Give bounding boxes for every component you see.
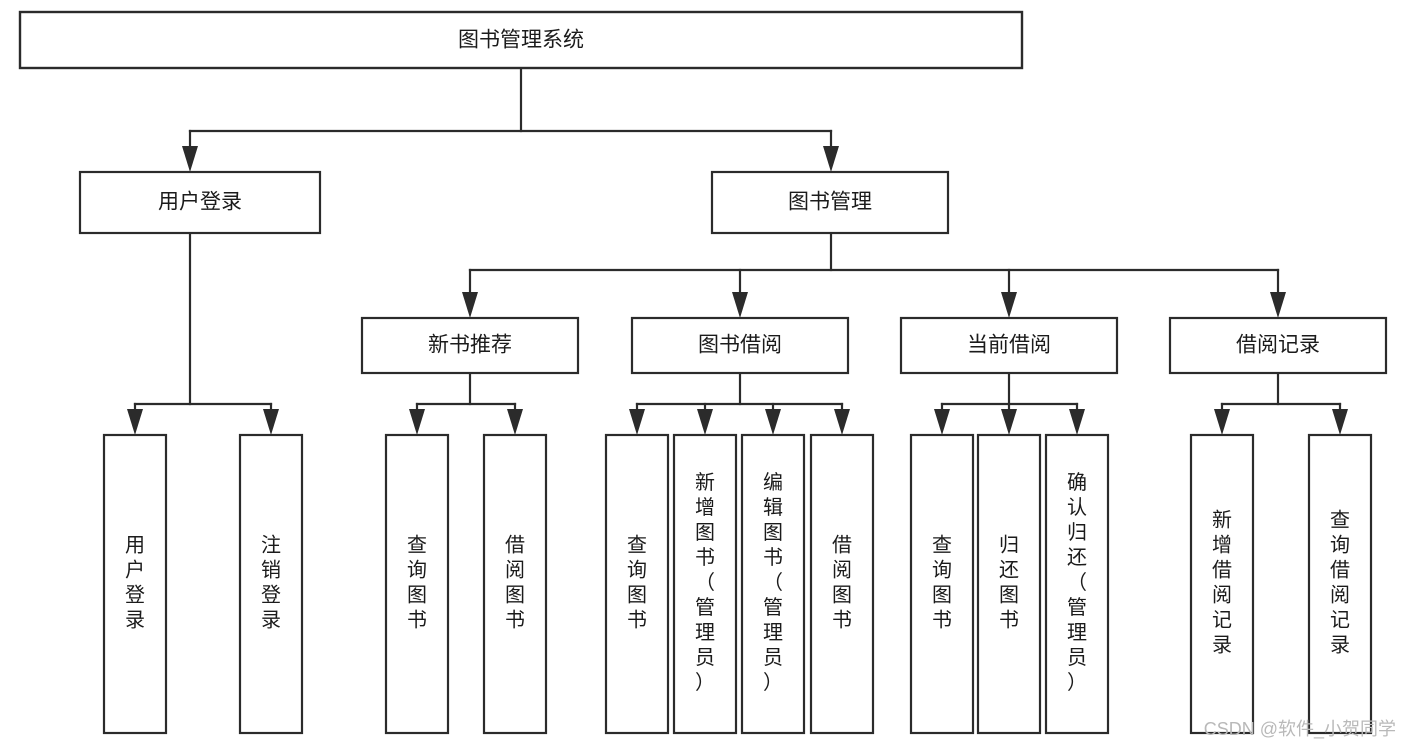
leaf-box-logout[interactable] <box>238 433 304 735</box>
leaf-label-cb-return-book: 归还图书 <box>999 534 1019 632</box>
leaf-label-bb-add-book: 新增图书（管理员） <box>695 471 715 694</box>
node-box-root[interactable] <box>18 10 1024 70</box>
edge-group-user-login-to-leaves <box>127 231 279 435</box>
leaf-box-nb-query-book[interactable] <box>384 433 450 735</box>
node-label-root: 图书管理系统 <box>458 29 584 52</box>
edge-group-book-borrow-to-leaves <box>629 371 850 435</box>
arrow-head-nb-query <box>409 409 425 435</box>
arrow-head-cb-query <box>934 409 950 435</box>
node-book-manage[interactable]: 图书管理 <box>710 170 950 235</box>
arrow-head-nb-borrow <box>507 409 523 435</box>
node-borrow-record[interactable]: 借阅记录 <box>1168 316 1388 375</box>
leaf-label-nb-borrow-book: 借阅图书 <box>505 534 525 632</box>
node-box-user-login[interactable] <box>78 170 322 235</box>
leaf-label-bb-query-book: 查询图书 <box>627 534 647 632</box>
node-root-system[interactable]: 图书管理系统 <box>18 10 1024 70</box>
node-label-book-borrow: 图书借阅 <box>698 334 782 357</box>
node-box-book-borrow[interactable] <box>630 316 850 375</box>
leaf-box-bb-query-book[interactable] <box>604 433 670 735</box>
edge-group-book-manage-to-level3 <box>462 231 1286 318</box>
leaf-label-logout: 注销登录 <box>261 534 281 632</box>
leaf-node-br-query-record[interactable]: 查询借阅记录 <box>1307 433 1373 735</box>
arrow-head-current-borrow <box>1001 292 1017 318</box>
node-new-book-recommend[interactable]: 新书推荐 <box>360 316 580 375</box>
leaf-label-cb-query-book: 查询图书 <box>932 534 952 632</box>
node-box-borrow-record[interactable] <box>1168 316 1388 375</box>
leaf-node-cb-return-book[interactable]: 归还图书 <box>976 433 1042 735</box>
leaf-box-cb-confirm-return[interactable] <box>1044 433 1110 735</box>
arrow-head-br-query <box>1332 409 1348 435</box>
leaf-label-br-query-record: 查询借阅记录 <box>1330 509 1350 657</box>
arrow-head-user-login <box>182 146 198 172</box>
node-label-borrow-record: 借阅记录 <box>1236 334 1320 357</box>
node-box-new-book-recommend[interactable] <box>360 316 580 375</box>
edge-group-current-borrow-to-leaves <box>934 371 1085 435</box>
node-label-current-borrow: 当前借阅 <box>967 334 1051 357</box>
leaf-node-cb-confirm-return[interactable]: 确认归还（管理员） <box>1044 433 1110 735</box>
leaf-box-bb-add-book[interactable] <box>672 433 738 735</box>
node-current-borrow[interactable]: 当前借阅 <box>899 316 1119 375</box>
leaf-node-nb-query-book[interactable]: 查询图书 <box>384 433 450 735</box>
leaf-node-bb-edit-book[interactable]: 编辑图书（管理员） <box>740 433 806 735</box>
arrow-head-leaf-logout <box>263 409 279 435</box>
edge-group-new-book-to-leaves <box>409 371 523 435</box>
node-user-login[interactable]: 用户登录 <box>78 170 322 235</box>
arrow-head-book-borrow <box>732 292 748 318</box>
arrow-head-leaf-user-login <box>127 409 143 435</box>
leaf-node-user-login[interactable]: 用户登录 <box>102 433 168 735</box>
leaf-node-cb-query-book[interactable]: 查询图书 <box>909 433 975 735</box>
leaf-box-cb-query-book[interactable] <box>909 433 975 735</box>
leaf-label-cb-confirm-return: 确认归还（管理员） <box>1067 471 1087 694</box>
leaf-box-cb-return-book[interactable] <box>976 433 1042 735</box>
leaf-node-bb-add-book[interactable]: 新增图书（管理员） <box>672 433 738 735</box>
leaf-box-user-login[interactable] <box>102 433 168 735</box>
arrow-head-bb-add <box>697 409 713 435</box>
leaf-node-logout[interactable]: 注销登录 <box>238 433 304 735</box>
leaf-box-bb-borrow-book[interactable] <box>809 433 875 735</box>
leaf-box-nb-borrow-book[interactable] <box>482 433 548 735</box>
edge-group-borrow-record-to-leaves <box>1214 371 1348 435</box>
node-label-book-manage: 图书管理 <box>788 191 872 214</box>
leaf-box-br-query-record[interactable] <box>1307 433 1373 735</box>
arrow-head-br-add <box>1214 409 1230 435</box>
leaf-box-br-add-record[interactable] <box>1189 433 1255 735</box>
arrow-head-bb-edit <box>765 409 781 435</box>
leaf-label-bb-borrow-book: 借阅图书 <box>832 534 852 632</box>
node-box-current-borrow[interactable] <box>899 316 1119 375</box>
node-box-book-manage[interactable] <box>710 170 950 235</box>
leaf-node-bb-query-book[interactable]: 查询图书 <box>604 433 670 735</box>
csdn-watermark: CSDN @软件_小贺同学 <box>1204 719 1396 740</box>
leaf-node-br-add-record[interactable]: 新增借阅记录 <box>1189 433 1255 735</box>
node-label-new-book-recommend: 新书推荐 <box>428 334 512 357</box>
leaf-label-br-add-record: 新增借阅记录 <box>1212 509 1232 657</box>
arrow-head-new-book <box>462 292 478 318</box>
edge-group-root-to-level2 <box>182 66 839 172</box>
leaf-node-nb-borrow-book[interactable]: 借阅图书 <box>482 433 548 735</box>
arrow-head-cb-return <box>1001 409 1017 435</box>
leaf-node-bb-borrow-book[interactable]: 借阅图书 <box>809 433 875 735</box>
node-label-user-login: 用户登录 <box>158 191 242 214</box>
leaf-label-user-login: 用户登录 <box>125 535 145 632</box>
arrow-head-borrow-record <box>1270 292 1286 318</box>
arrow-head-book-manage <box>823 146 839 172</box>
leaf-label-bb-edit-book: 编辑图书（管理员） <box>763 471 783 694</box>
arrow-head-bb-query <box>629 409 645 435</box>
leaf-label-nb-query-book: 查询图书 <box>407 534 427 632</box>
node-book-borrow[interactable]: 图书借阅 <box>630 316 850 375</box>
leaf-box-bb-edit-book[interactable] <box>740 433 806 735</box>
arrow-head-cb-confirm <box>1069 409 1085 435</box>
arrow-head-bb-borrow <box>834 409 850 435</box>
